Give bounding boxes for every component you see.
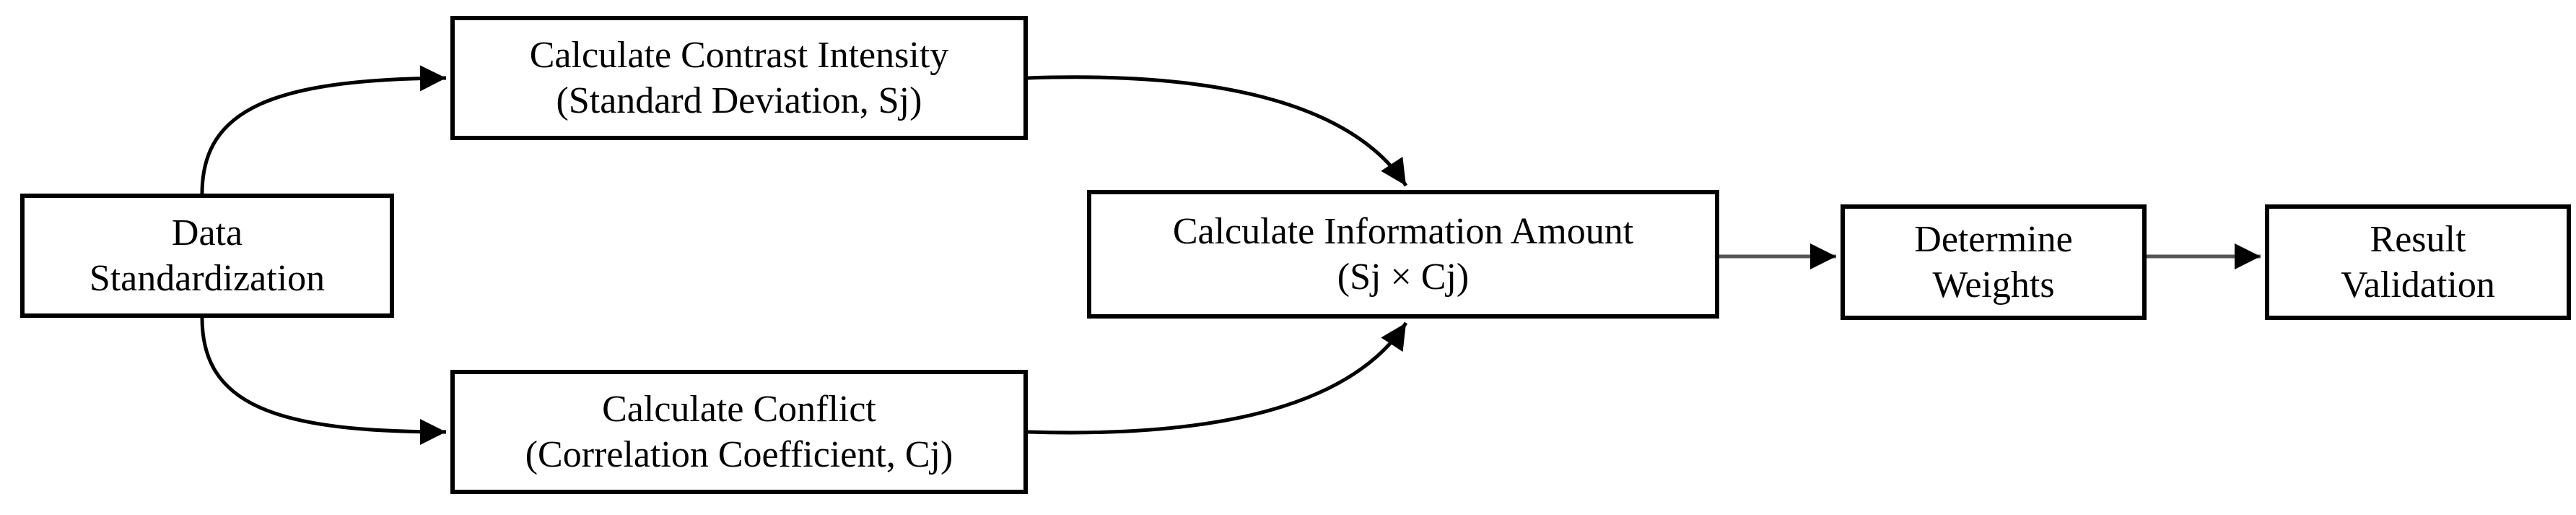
node-calculate-conflict: Calculate Conflict (Correlation Coeffici… <box>450 370 1028 494</box>
connector-standardization-to-conflict <box>200 317 447 446</box>
connector-standardization-to-contrast <box>200 65 447 194</box>
node-label-line1: Calculate Contrast Intensity <box>529 34 949 76</box>
node-label-line2: (Correlation Coefficient, Cj) <box>525 434 953 475</box>
node-result-validation: Result Validation <box>2265 204 2571 320</box>
node-label-line2: Weights <box>1932 264 2055 306</box>
node-label-line2: Standardization <box>89 258 326 299</box>
node-label-line1: Data <box>171 212 243 254</box>
node-label-line1: Calculate Conflict <box>602 388 876 430</box>
node-calculate-contrast-intensity: Calculate Contrast Intensity (Standard D… <box>450 16 1028 140</box>
node-label-line2: (Standard Deviation, Sj) <box>556 80 922 121</box>
node-data-standardization: Data Standardization <box>20 194 394 318</box>
node-calculate-information-amount: Calculate Information Amount (Sj × Cj) <box>1087 190 1719 319</box>
node-label-line2: Validation <box>2341 264 2495 306</box>
node-label-line1: Result <box>2370 218 2466 260</box>
connector-conflict-to-information <box>1027 321 1408 435</box>
node-determine-weights: Determine Weights <box>1841 204 2147 320</box>
node-label-line1: Calculate Information Amount <box>1172 210 1634 252</box>
node-label-line1: Determine <box>1914 218 2073 260</box>
connector-contrast-to-information <box>1027 75 1408 187</box>
node-label-line2: (Sj × Cj) <box>1337 256 1470 298</box>
